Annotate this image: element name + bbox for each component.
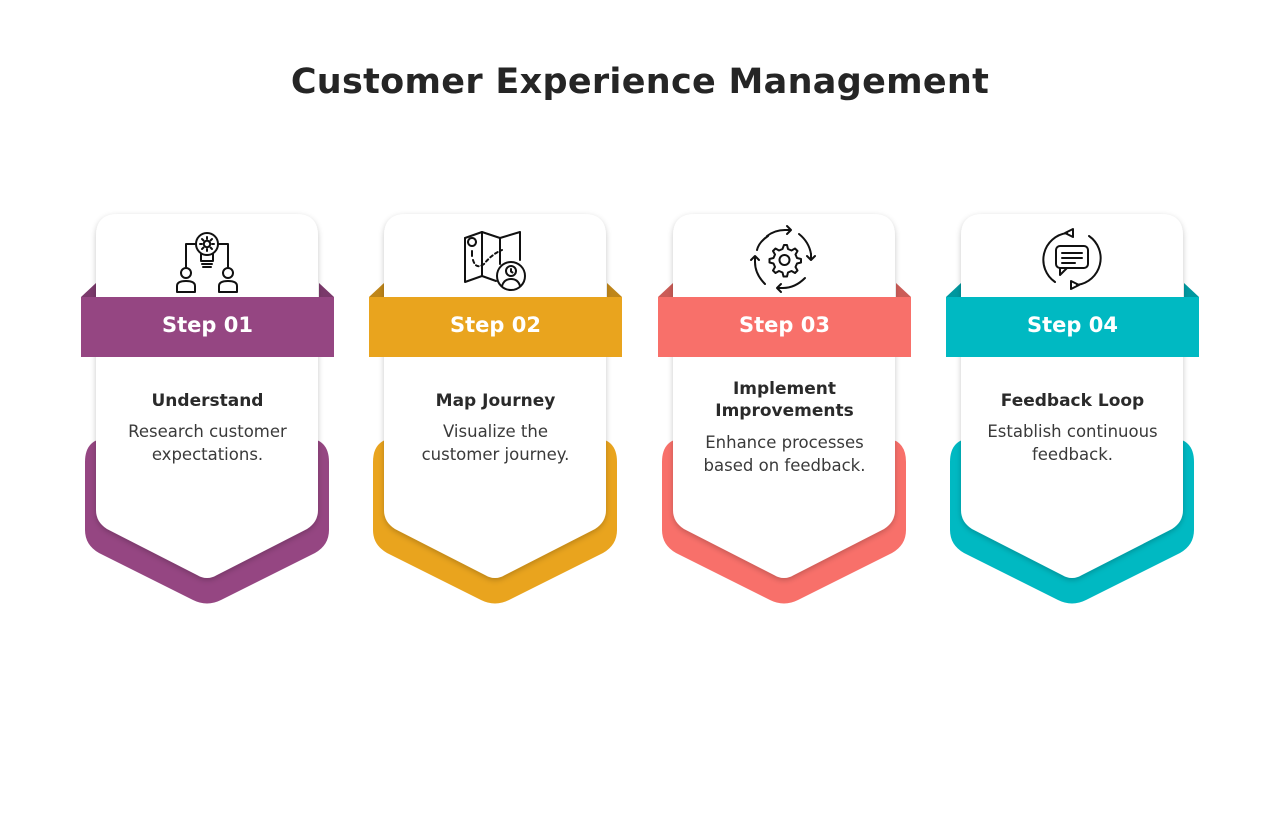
step-heading: Map Journey: [435, 391, 556, 411]
step-card-3: Step 03 Implement Improvements Enhance p…: [658, 200, 911, 620]
page-title: Customer Experience Management: [290, 62, 990, 102]
step-heading: Implement Improvements: [715, 379, 854, 421]
band-fold-left: [658, 283, 673, 297]
card-shapes: [658, 214, 911, 604]
feedback-loop-chat-icon: [1042, 228, 1102, 290]
step-description: Enhance processes based on feedback.: [703, 433, 866, 475]
step-band: [81, 297, 334, 357]
band-fold-right: [607, 283, 622, 297]
step-label: Step 04: [1027, 313, 1118, 337]
band-fold-left: [946, 283, 961, 297]
step-heading: Feedback Loop: [1000, 391, 1145, 411]
band-fold-right: [1184, 283, 1199, 297]
idea-collaboration-icon: [176, 232, 238, 293]
step-card-4: Step 04 Feedback Loop Establish continuo…: [946, 200, 1199, 620]
step-band: [369, 297, 622, 357]
step-description: Establish continuous feedback.: [987, 422, 1158, 464]
card-shapes: [946, 214, 1199, 604]
step-label: Step 03: [739, 313, 830, 337]
step-description: Research customer expectations.: [128, 422, 287, 464]
step-description: Visualize the customer journey.: [421, 422, 570, 464]
step-label: Step 02: [450, 313, 541, 337]
step-card-1: Step 01 Understand Research customer exp…: [81, 200, 334, 620]
band-fold-left: [369, 283, 384, 297]
band-fold-right: [319, 283, 334, 297]
band-fold-left: [81, 283, 96, 297]
step-band: [946, 297, 1199, 357]
step-band: [658, 297, 911, 357]
card-shapes: [369, 214, 622, 604]
step-card-2: Step 02 Map Journey Visualize the custom…: [369, 200, 622, 620]
card-shapes: [81, 214, 334, 604]
journey-map-icon: [464, 231, 526, 291]
step-heading: Understand: [151, 391, 264, 411]
step-label: Step 01: [162, 313, 253, 337]
band-fold-right: [896, 283, 911, 297]
process-cycle-gear-icon: [750, 225, 816, 293]
